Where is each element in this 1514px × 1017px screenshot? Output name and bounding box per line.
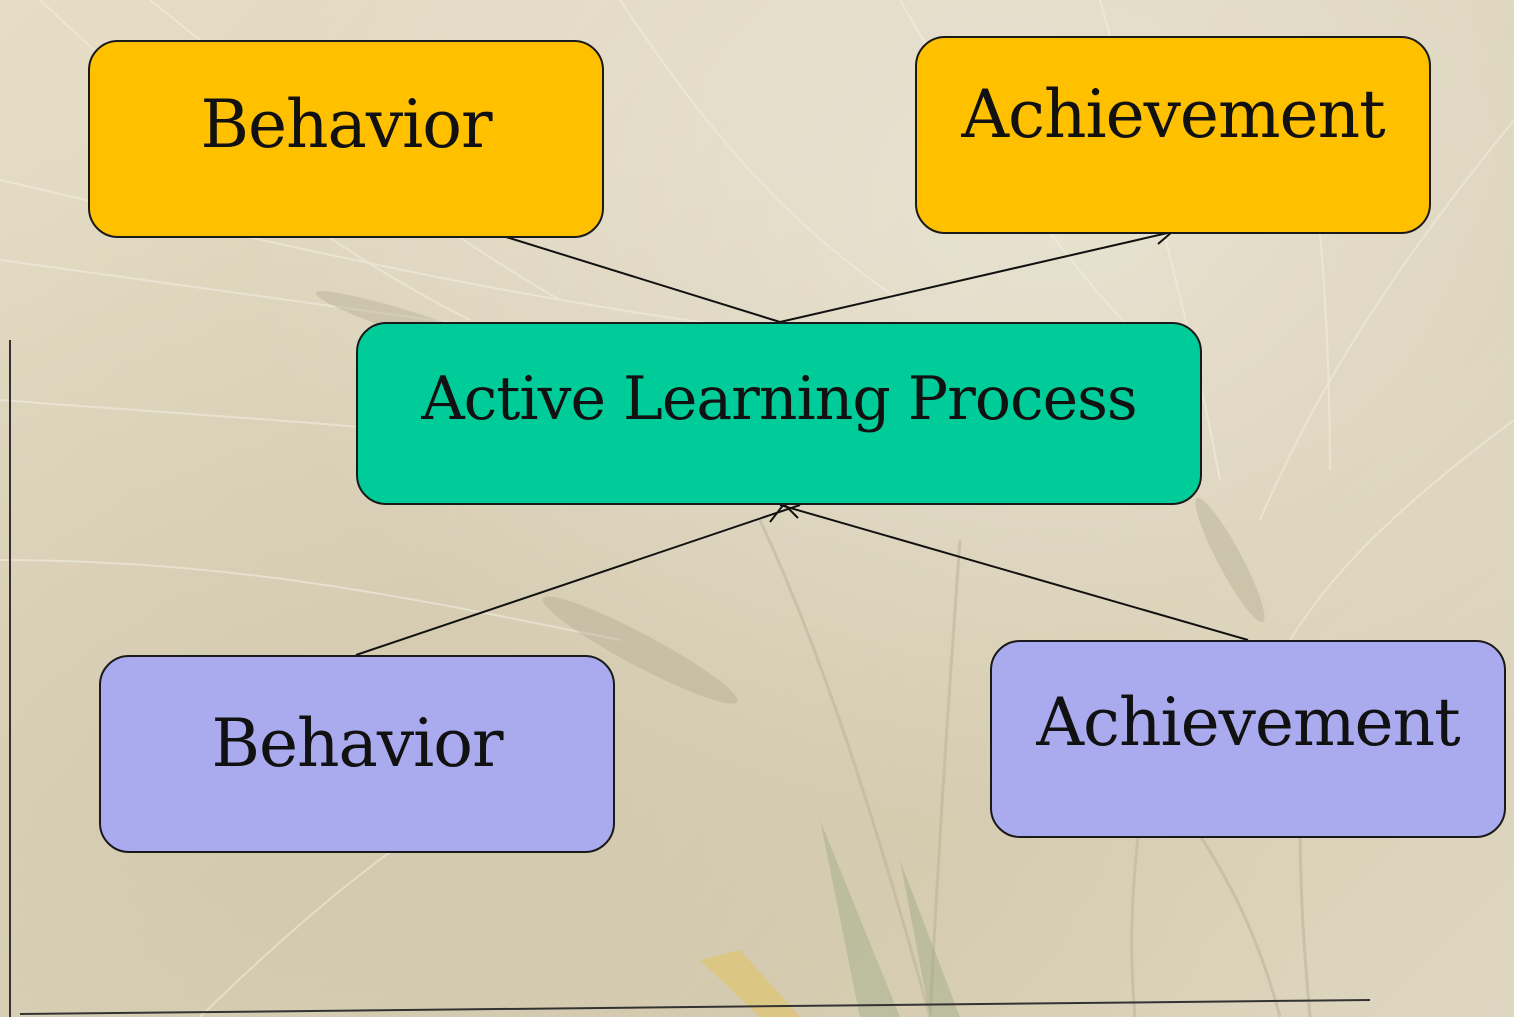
achievement-top-label: Achievement — [961, 76, 1385, 153]
behavior-top-label: Behavior — [200, 86, 492, 163]
achievement-node-top: Achievement — [915, 36, 1431, 234]
behavior-node-bottom: Behavior — [99, 655, 615, 853]
achievement-node-bottom: Achievement — [990, 640, 1506, 838]
active-learning-process-node: Active Learning Process — [356, 322, 1202, 505]
behavior-bottom-label: Behavior — [211, 705, 503, 782]
behavior-node-top: Behavior — [88, 40, 604, 238]
process-label: Active Learning Process — [421, 364, 1137, 434]
achievement-bottom-label: Achievement — [1036, 684, 1460, 761]
